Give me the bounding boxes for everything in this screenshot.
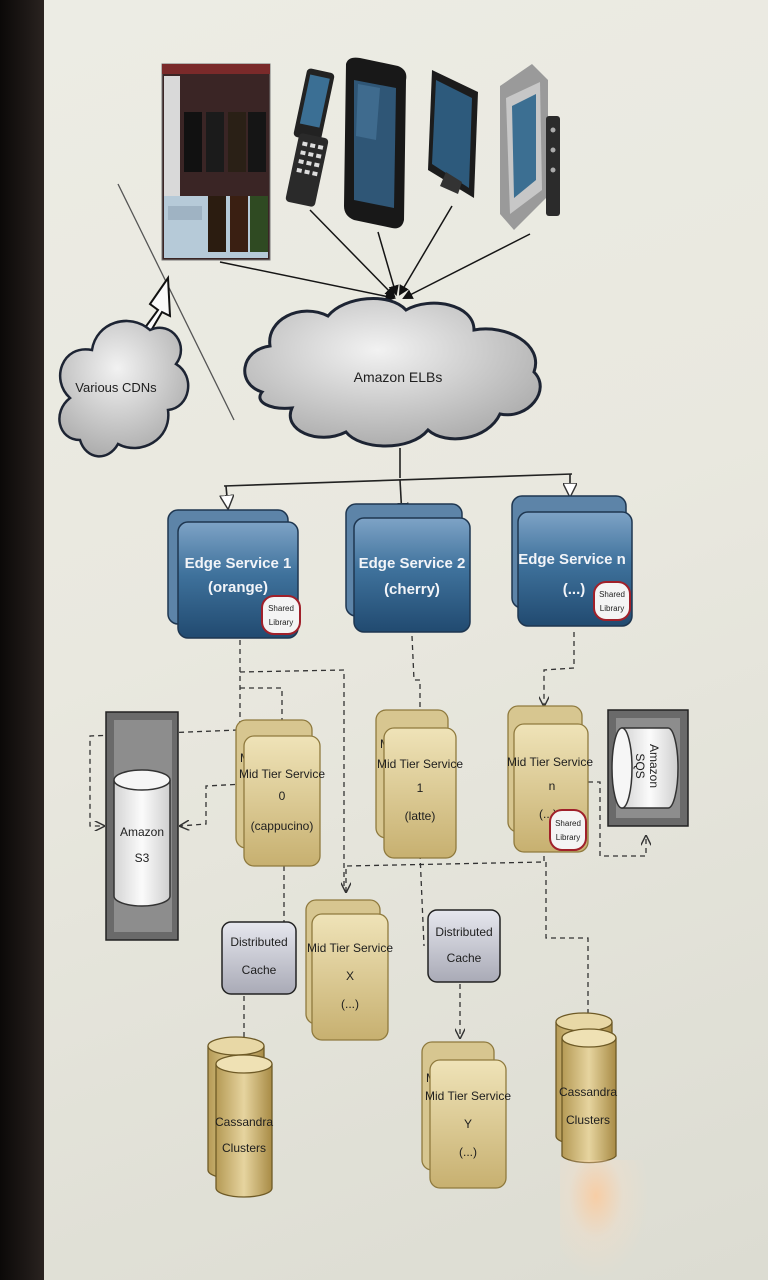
svg-text:0: 0: [279, 789, 286, 803]
cassandra-cluster-2: Cassandra Clusters: [555, 1012, 617, 1164]
cdn-cloud: Various CDNs: [58, 319, 190, 458]
elb-cloud: Amazon ELBs: [243, 297, 542, 448]
svg-text:Shared: Shared: [555, 819, 581, 828]
mid-tier-service-x: Mid Tier Service X (...): [305, 899, 393, 1041]
edge-service-2: Edge Service 2 (cherry): [345, 503, 471, 633]
distributed-cache-2: Distributed Cache: [427, 909, 501, 983]
svg-text:(...): (...): [341, 997, 359, 1011]
cdn-separator-line: [117, 183, 235, 421]
edge-service-2-subtitle: (cherry): [384, 581, 440, 598]
edge-service-1: Edge Service 1 (orange) Shared Library: [167, 509, 301, 639]
svg-text:Cache: Cache: [242, 963, 277, 977]
distributed-cache-1: Distributed Cache: [221, 921, 297, 995]
game-console-icon: [500, 64, 560, 230]
mid-tier-service-0: M Mid Tier Service 0 (cappucino): [235, 719, 325, 867]
svg-text:Clusters: Clusters: [566, 1113, 610, 1127]
amazon-sqs-queue: Amazon SQS: [607, 709, 689, 827]
svg-text:Mid Tier Service: Mid Tier Service: [507, 755, 593, 769]
svg-text:Mid Tier Service: Mid Tier Service: [377, 757, 463, 771]
svg-text:Library: Library: [600, 604, 624, 613]
elb-edge-connectors: [224, 448, 572, 516]
svg-text:Shared: Shared: [599, 590, 625, 599]
cdn-cloud-label: Various CDNs: [75, 380, 157, 395]
tv-icon: [428, 70, 478, 198]
shared-library-badge: Shared Library: [593, 581, 631, 621]
svg-text:Amazon: Amazon: [120, 825, 164, 839]
svg-text:Library: Library: [269, 618, 293, 627]
monitor-bezel: [0, 0, 44, 1280]
mid-tier-service-n: Mid Tier Service n (...) Shared Library: [507, 705, 593, 853]
svg-text:1: 1: [417, 781, 424, 795]
svg-text:Mid Tier Service: Mid Tier Service: [307, 941, 393, 955]
svg-text:(cappucino): (cappucino): [251, 819, 314, 833]
svg-text:Library: Library: [556, 833, 580, 842]
mid-tier-service-1: M Mid Tier Service 1 (latte): [375, 709, 463, 859]
svg-text:Mid Tier Service: Mid Tier Service: [239, 767, 325, 781]
svg-text:S3: S3: [135, 851, 150, 865]
tablet-icon: [344, 57, 407, 229]
edge-service-1-subtitle: (orange): [208, 579, 268, 596]
svg-text:X: X: [346, 969, 354, 983]
svg-text:Clusters: Clusters: [222, 1141, 266, 1155]
web-browser-screenshot-icon: [161, 63, 271, 261]
amazon-s3-storage: Amazon S3: [105, 711, 179, 941]
svg-text:SQS: SQS: [633, 753, 647, 778]
shared-library-badge: Shared Library: [261, 595, 301, 635]
device-connections: [219, 205, 531, 302]
svg-text:n: n: [549, 779, 556, 793]
svg-text:Cassandra: Cassandra: [215, 1115, 273, 1129]
edge-service-2-title: Edge Service 2: [359, 555, 466, 572]
edge-service-n-title: Edge Service n: [518, 551, 626, 568]
service-call-connectors: [89, 632, 646, 1052]
svg-text:Distributed: Distributed: [435, 925, 492, 939]
edge-service-n: Edge Service n (...) Shared Library: [511, 495, 633, 627]
svg-text:Mid Tier Service: Mid Tier Service: [425, 1089, 511, 1103]
svg-text:(...): (...): [459, 1145, 477, 1159]
svg-text:Shared: Shared: [268, 604, 294, 613]
cassandra-cluster-1: Cassandra Clusters: [207, 1036, 273, 1198]
edge-service-1-title: Edge Service 1: [185, 555, 292, 572]
svg-text:Y: Y: [464, 1117, 472, 1131]
shared-library-badge: Shared Library: [549, 809, 587, 851]
svg-text:Amazon: Amazon: [647, 744, 661, 788]
mobile-phone-icon: [285, 68, 335, 207]
mid-tier-service-y: M Mid Tier Service Y (...): [421, 1041, 511, 1189]
svg-text:Cassandra: Cassandra: [559, 1085, 617, 1099]
elb-cloud-label: Amazon ELBs: [354, 369, 443, 385]
svg-text:Distributed: Distributed: [230, 935, 287, 949]
svg-text:Cache: Cache: [447, 951, 482, 965]
svg-text:(latte): (latte): [405, 809, 436, 823]
edge-service-n-subtitle: (...): [563, 581, 586, 598]
